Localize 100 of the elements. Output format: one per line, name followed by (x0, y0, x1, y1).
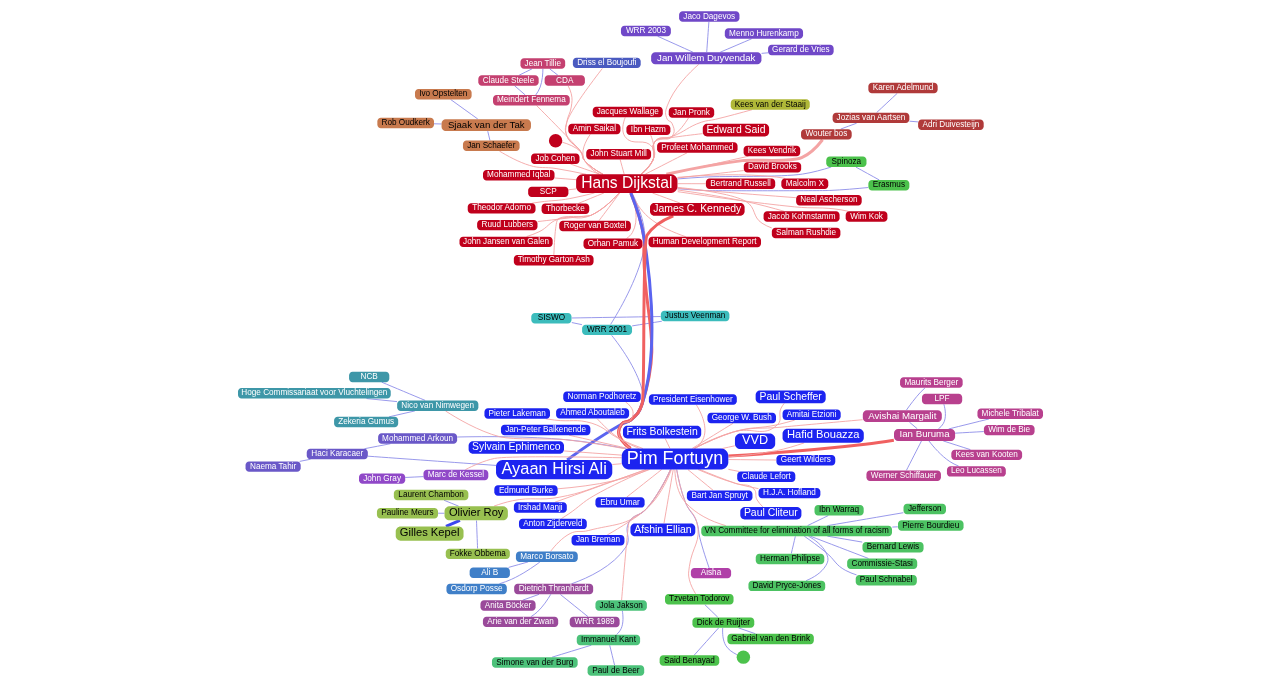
connector (404, 476, 424, 478)
node-box: Simone van der Burg (491, 657, 578, 668)
node-box: LPF (921, 393, 962, 405)
connector (719, 38, 752, 53)
node-box: Job Cohen (530, 153, 579, 164)
connector (826, 535, 863, 543)
connector (556, 469, 650, 490)
connector (676, 174, 786, 179)
connector (703, 604, 718, 618)
connector (507, 561, 529, 568)
connector (721, 627, 737, 656)
node-box: David Pryce-Jones (747, 580, 825, 592)
connector (449, 99, 478, 120)
node-circle (548, 134, 562, 148)
connector (905, 440, 922, 471)
connector (620, 469, 671, 601)
node-box: Hans Dijkstal (575, 174, 677, 193)
node-box: Norman Podhoretz (562, 391, 641, 402)
connector (437, 512, 445, 514)
node-box: Karen Adelmund (867, 82, 938, 94)
node-box: Herman Philipse (755, 553, 824, 565)
connector (536, 192, 619, 223)
node-box: Jan-Peter Balkenende (500, 424, 590, 436)
node-box: Neal Ascherson (795, 194, 862, 206)
node-box: Meindert Fennema (492, 95, 570, 106)
connector (947, 418, 989, 430)
node-box: John Gray (358, 473, 405, 484)
connector (676, 183, 706, 185)
node-box: Anita Böcker (479, 600, 536, 611)
node-box: Arie van der Zwan (482, 616, 558, 628)
connector (727, 468, 740, 472)
connector (619, 159, 625, 175)
connector (563, 450, 622, 456)
connector (676, 189, 785, 212)
node-box: Theodor Adorno (467, 203, 536, 214)
connector (544, 418, 643, 449)
connector (553, 177, 576, 181)
node-box: Immanuel Kant (576, 634, 640, 646)
node-box: Gabriel van den Brink (726, 633, 814, 645)
connector (675, 469, 699, 595)
node-circle (736, 650, 750, 664)
node-box: Hoge Commissariaat voor Vluchtelingen (237, 388, 391, 399)
node-box: Mohammed Arkoun (377, 433, 457, 444)
node-box: NCB (348, 371, 389, 383)
connector (464, 456, 622, 471)
node-box: Bart Jan Spruyt (686, 490, 752, 501)
node-box: Wim Kok (845, 211, 887, 222)
node-box: Spinoza (825, 156, 866, 168)
node-box: Malcolm X (780, 178, 828, 189)
connector (606, 469, 671, 536)
connector (905, 387, 925, 411)
connector (444, 519, 460, 528)
connector (548, 68, 558, 76)
connector (656, 35, 693, 53)
node-box: Jaco Dagevos (678, 11, 739, 22)
connector (531, 192, 595, 204)
connector (691, 422, 734, 449)
node-box: H.J.A. Hofland (758, 487, 820, 499)
node-box: Jan Willem Duyvendak (650, 52, 761, 65)
node-box: Bertrand Russell (705, 178, 775, 189)
connector (805, 535, 828, 582)
node-box: Ruud Lubbers (476, 219, 537, 231)
node-box: Anton Zijderveld (518, 518, 587, 530)
connector (937, 403, 946, 430)
connector (673, 469, 726, 527)
node-box: VN Committee for elimination of all forms of racism (700, 525, 892, 537)
connector (611, 463, 622, 465)
node-box: Laurent Chambon (393, 489, 468, 501)
node-box: Kees van Kooten (950, 449, 1022, 461)
connector (676, 187, 796, 199)
node-box: Profeet Mohammed (656, 142, 738, 153)
node-box: Commissie-Stasi (846, 558, 917, 569)
connector (644, 152, 687, 175)
node-box: Maurits Berger (899, 377, 963, 388)
connector (694, 404, 705, 449)
node-box: Tzvetan Todorov (664, 594, 734, 605)
connector (760, 52, 768, 54)
connector (625, 469, 662, 498)
node-box: Gilles Kepel (395, 526, 464, 541)
node-box: John Stuart Mill (585, 148, 651, 160)
connector (433, 123, 442, 125)
connector (564, 67, 603, 175)
node-box: Adri Duivesteijn (917, 119, 984, 130)
connector (560, 469, 649, 520)
node-box: Fokke Obbema (445, 548, 510, 560)
node-box: Erasmus (867, 180, 909, 191)
node-box: SISWO (530, 313, 571, 324)
node-box: Menno Hurenkamp (724, 28, 803, 39)
node-box: Driss el Boujoufi (572, 57, 641, 69)
node-box: Kees Vendrik (743, 145, 800, 157)
node-box: Pim Fortuyn (621, 448, 728, 470)
connector (530, 593, 551, 617)
connector (615, 610, 623, 636)
connector (809, 535, 869, 559)
node-box: Timothy Garton Ash (513, 255, 594, 266)
node-box: Pierre Bourdieu (897, 520, 964, 531)
node-box: Jean Tillie (519, 58, 565, 69)
connector (564, 85, 603, 175)
connector (727, 438, 894, 458)
node-box: Paul Scheffer (755, 390, 826, 404)
